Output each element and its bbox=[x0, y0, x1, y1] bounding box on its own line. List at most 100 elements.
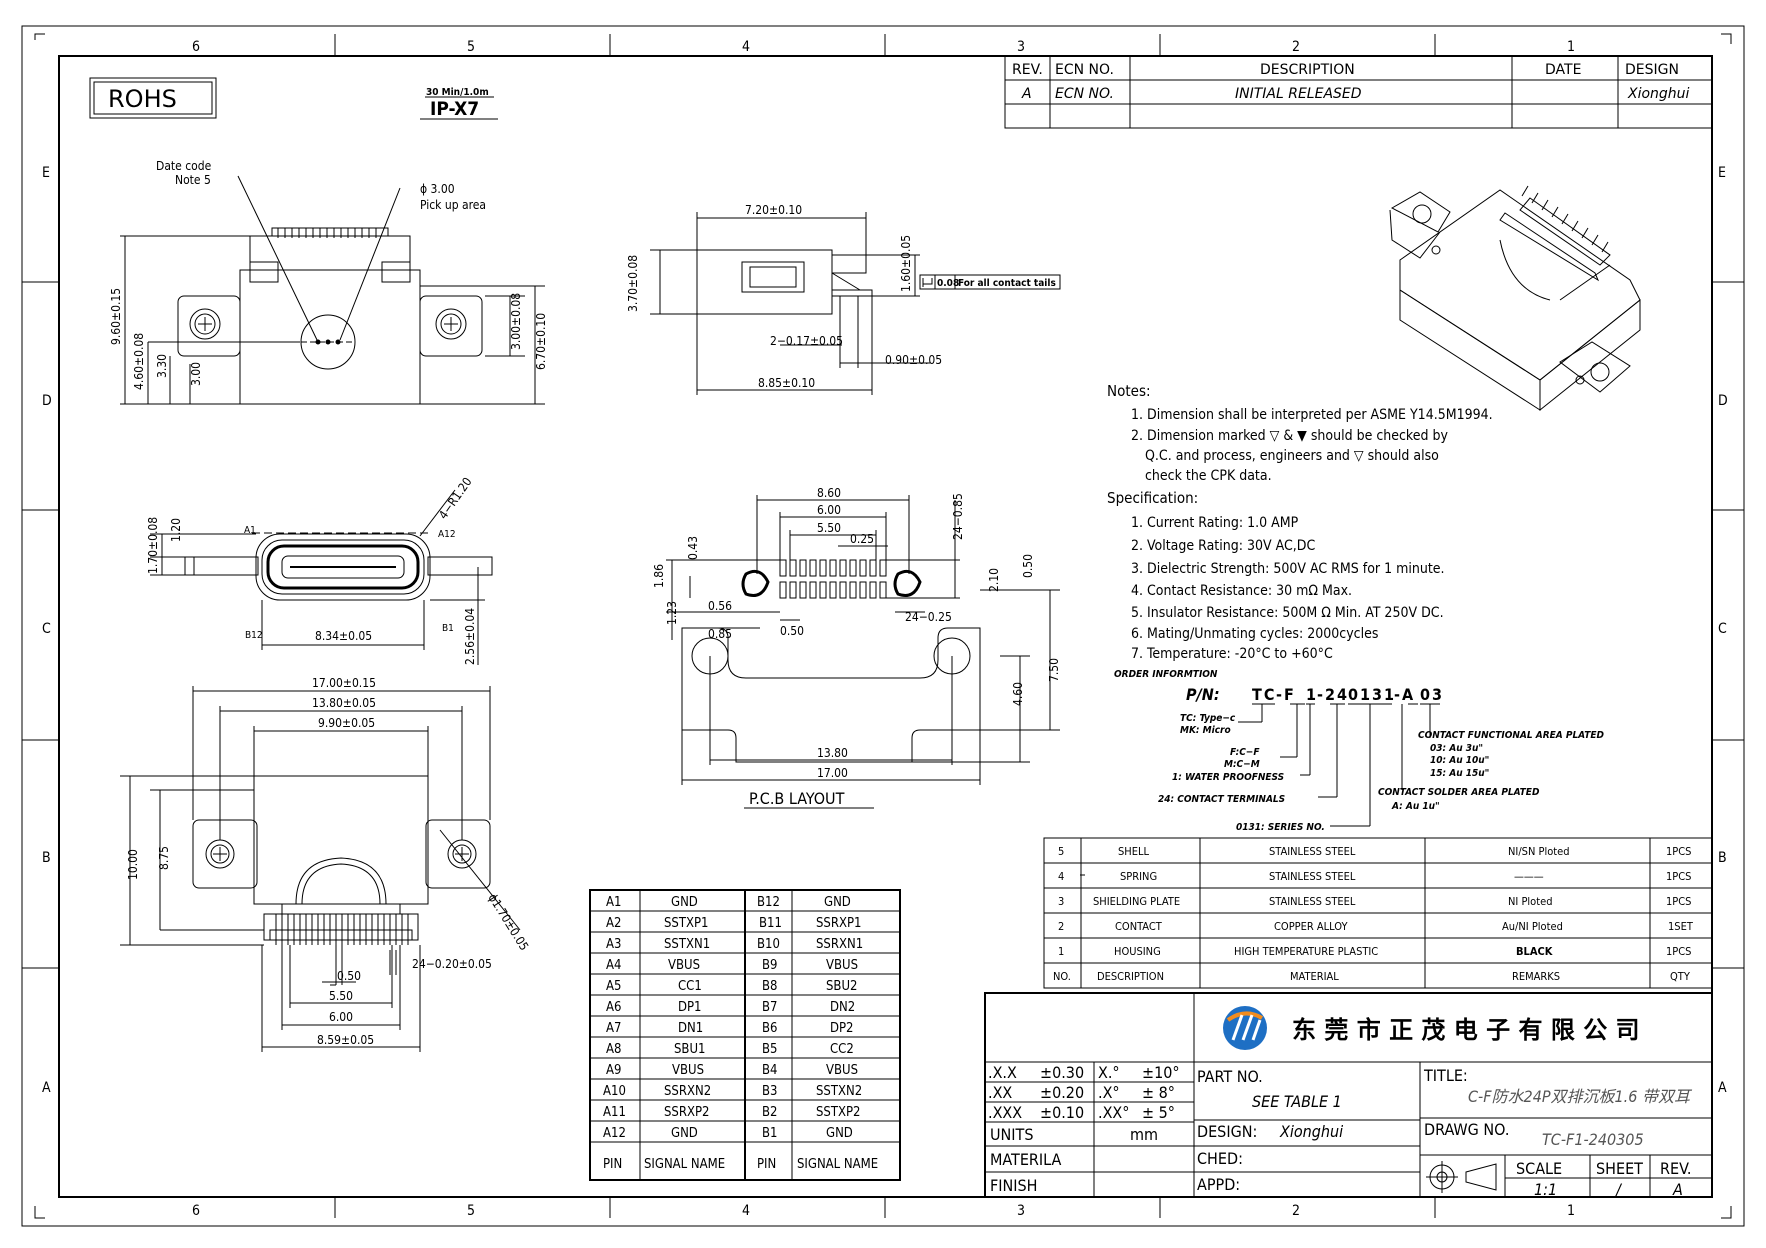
pin-b9: B9 bbox=[762, 958, 777, 973]
fcf-value: 0.08 bbox=[937, 278, 959, 289]
dim-8-34: 8.34±0.05 bbox=[315, 629, 372, 643]
sig-a11: SSRXP2 bbox=[664, 1105, 709, 1120]
sig-b12: GND bbox=[824, 895, 851, 910]
tol-3-value: ±0.10 bbox=[1040, 1103, 1084, 1122]
pin-b7: B7 bbox=[762, 1000, 777, 1015]
rev-label: REV. bbox=[1660, 1159, 1691, 1178]
col-label: 4 bbox=[742, 39, 750, 55]
bom-row-3-rem: NI Ploted bbox=[1508, 895, 1552, 908]
date-header: DATE bbox=[1545, 62, 1581, 78]
fcf-note: For all contact tails bbox=[958, 278, 1056, 289]
pin-b12: B12 bbox=[757, 895, 780, 910]
pn-part-03: 03 bbox=[1420, 685, 1444, 704]
pin-b3: B3 bbox=[762, 1084, 777, 1099]
dim-3-00-left: 3.00 bbox=[189, 362, 203, 386]
sig-a2: SSTXP1 bbox=[664, 916, 709, 931]
dim-7-20: 7.20±0.10 bbox=[745, 203, 802, 217]
row-label: B bbox=[1718, 850, 1727, 866]
sig-b3: SSTXN2 bbox=[816, 1084, 862, 1099]
bom-header-mat: MATERIAL bbox=[1290, 970, 1339, 983]
signal-header-b: SIGNAL NAME bbox=[797, 1157, 878, 1172]
corner-marks bbox=[34, 33, 1732, 1219]
row-label: D bbox=[1718, 393, 1728, 409]
company-name: 东 莞 市 正 茂 电 子 有 限 公 司 bbox=[1292, 1016, 1640, 1044]
pin-a11: A11 bbox=[603, 1105, 626, 1120]
pn-label: P/N: bbox=[1186, 685, 1220, 704]
sig-a8: SBU1 bbox=[674, 1042, 705, 1057]
row-label: E bbox=[1718, 165, 1726, 181]
sig-a6: DP1 bbox=[678, 1000, 702, 1015]
front-view bbox=[150, 489, 493, 665]
dim-24-0-20: 24−0.20±0.05 bbox=[412, 957, 492, 971]
spec-item-3: 3. Dielectric Strength: 500V AC RMS for … bbox=[1131, 561, 1445, 577]
pcb-dim-17-00: 17.00 bbox=[817, 766, 848, 780]
part-no-label: PART NO. bbox=[1197, 1067, 1263, 1086]
callout-water: 1: WATER PROOFNESS bbox=[1172, 772, 1284, 783]
signal-header: SIGNAL NAME bbox=[644, 1157, 725, 1172]
sig-a1: GND bbox=[671, 895, 698, 910]
tol-3-label: .XXX bbox=[988, 1103, 1022, 1122]
rev-header: REV. bbox=[1012, 62, 1043, 78]
col-label: 5 bbox=[467, 1203, 475, 1219]
tol-1-value: ±0.30 bbox=[1040, 1063, 1084, 1082]
projection-symbol bbox=[1426, 1161, 1497, 1193]
callout-03: 03: Au 3u" bbox=[1430, 743, 1483, 754]
bom-row-2-qty: 1SET bbox=[1668, 920, 1694, 933]
callout-f: F:C−F bbox=[1230, 747, 1260, 758]
bom-row-3-desc: SHIELDING PLATE bbox=[1093, 895, 1180, 908]
pn-part-1: 1 bbox=[1306, 685, 1318, 704]
bom-row-2-rem: Au/NI Ploted bbox=[1502, 920, 1563, 933]
dim-6-00: 6.00 bbox=[329, 1010, 353, 1024]
pcb-layout-title: P.C.B LAYOUT bbox=[749, 789, 845, 808]
design-value: Xionghui bbox=[1279, 1122, 1343, 1141]
pin-a4: A4 bbox=[606, 958, 621, 973]
bom-row-5-no: 5 bbox=[1058, 845, 1064, 858]
spec-item-4: 4. Contact Resistance: 30 mΩ Max. bbox=[1131, 583, 1352, 599]
spec-item-7: 7. Temperature: -20°C to +60°C bbox=[1131, 646, 1333, 662]
units-label: UNITS bbox=[990, 1125, 1033, 1144]
design-label: DESIGN: bbox=[1197, 1122, 1257, 1141]
pcb-dim-8-60: 8.60 bbox=[817, 486, 841, 500]
notes-title: Notes: bbox=[1107, 382, 1151, 400]
sig-a7: DN1 bbox=[678, 1021, 703, 1036]
spec-item-2: 2. Voltage Rating: 30V AC,DC bbox=[1131, 538, 1315, 554]
pcb-dim-6-00: 6.00 bbox=[817, 503, 841, 517]
ched-label: CHED: bbox=[1197, 1149, 1243, 1168]
pcb-dim-5-50: 5.50 bbox=[817, 521, 841, 535]
bom-row-2-mat: COPPER ALLOY bbox=[1274, 920, 1348, 933]
pcb-dim-13-80: 13.80 bbox=[817, 746, 848, 760]
description-value: INITIAL RELEASED bbox=[1235, 86, 1362, 102]
bottom-view bbox=[120, 686, 521, 1052]
design-value: Xionghui bbox=[1627, 86, 1690, 102]
bom-row-4-mat: STAINLESS STEEL bbox=[1269, 870, 1356, 883]
dim-4-60: 4.60±0.08 bbox=[132, 333, 146, 390]
pcb-dim-1-23: 1.23 bbox=[665, 601, 679, 625]
bom-row-5-mat: STAINLESS STEEL bbox=[1269, 845, 1356, 858]
dim-8-59: 8.59±0.05 bbox=[317, 1033, 374, 1047]
pin-a7: A7 bbox=[606, 1021, 621, 1036]
bom-row-3-mat: STAINLESS STEEL bbox=[1269, 895, 1356, 908]
pcb-dim-7-50: 7.50 bbox=[1047, 658, 1061, 682]
ip-small: 30 Min/1.0m bbox=[426, 87, 489, 98]
rohs-mark: ROHS bbox=[108, 85, 177, 113]
title-label: TITLE: bbox=[1423, 1066, 1468, 1085]
sig-b7: DN2 bbox=[830, 1000, 855, 1015]
drawg-value: TC-F1-240305 bbox=[1542, 1130, 1644, 1149]
dim-6-70: 6.70±0.10 bbox=[534, 313, 548, 370]
dim-0-90: 0.90±0.05 bbox=[885, 353, 942, 367]
pin-b1: B1 bbox=[762, 1126, 777, 1141]
col-label: 4 bbox=[742, 1203, 750, 1219]
isometric-view bbox=[1389, 185, 1641, 412]
pick-up-label: Pick up area bbox=[420, 198, 486, 212]
sig-b5: CC2 bbox=[830, 1042, 854, 1057]
callout-m: M:C−M bbox=[1224, 759, 1260, 770]
sig-b11: SSRXP1 bbox=[816, 916, 861, 931]
pn-part-24: -24 bbox=[1317, 685, 1349, 704]
bom-header-no: NO. bbox=[1053, 970, 1071, 983]
pn-part-0131: 0131 bbox=[1348, 685, 1396, 704]
bom-row-4-qty: 1PCS bbox=[1666, 870, 1691, 883]
tol-2-angle-value: ± 8° bbox=[1142, 1083, 1175, 1102]
dim-8-85: 8.85±0.10 bbox=[758, 376, 815, 390]
pcb-dim-0-43: 0.43 bbox=[686, 536, 700, 560]
pcb-dim-4-60: 4.60 bbox=[1011, 682, 1025, 706]
